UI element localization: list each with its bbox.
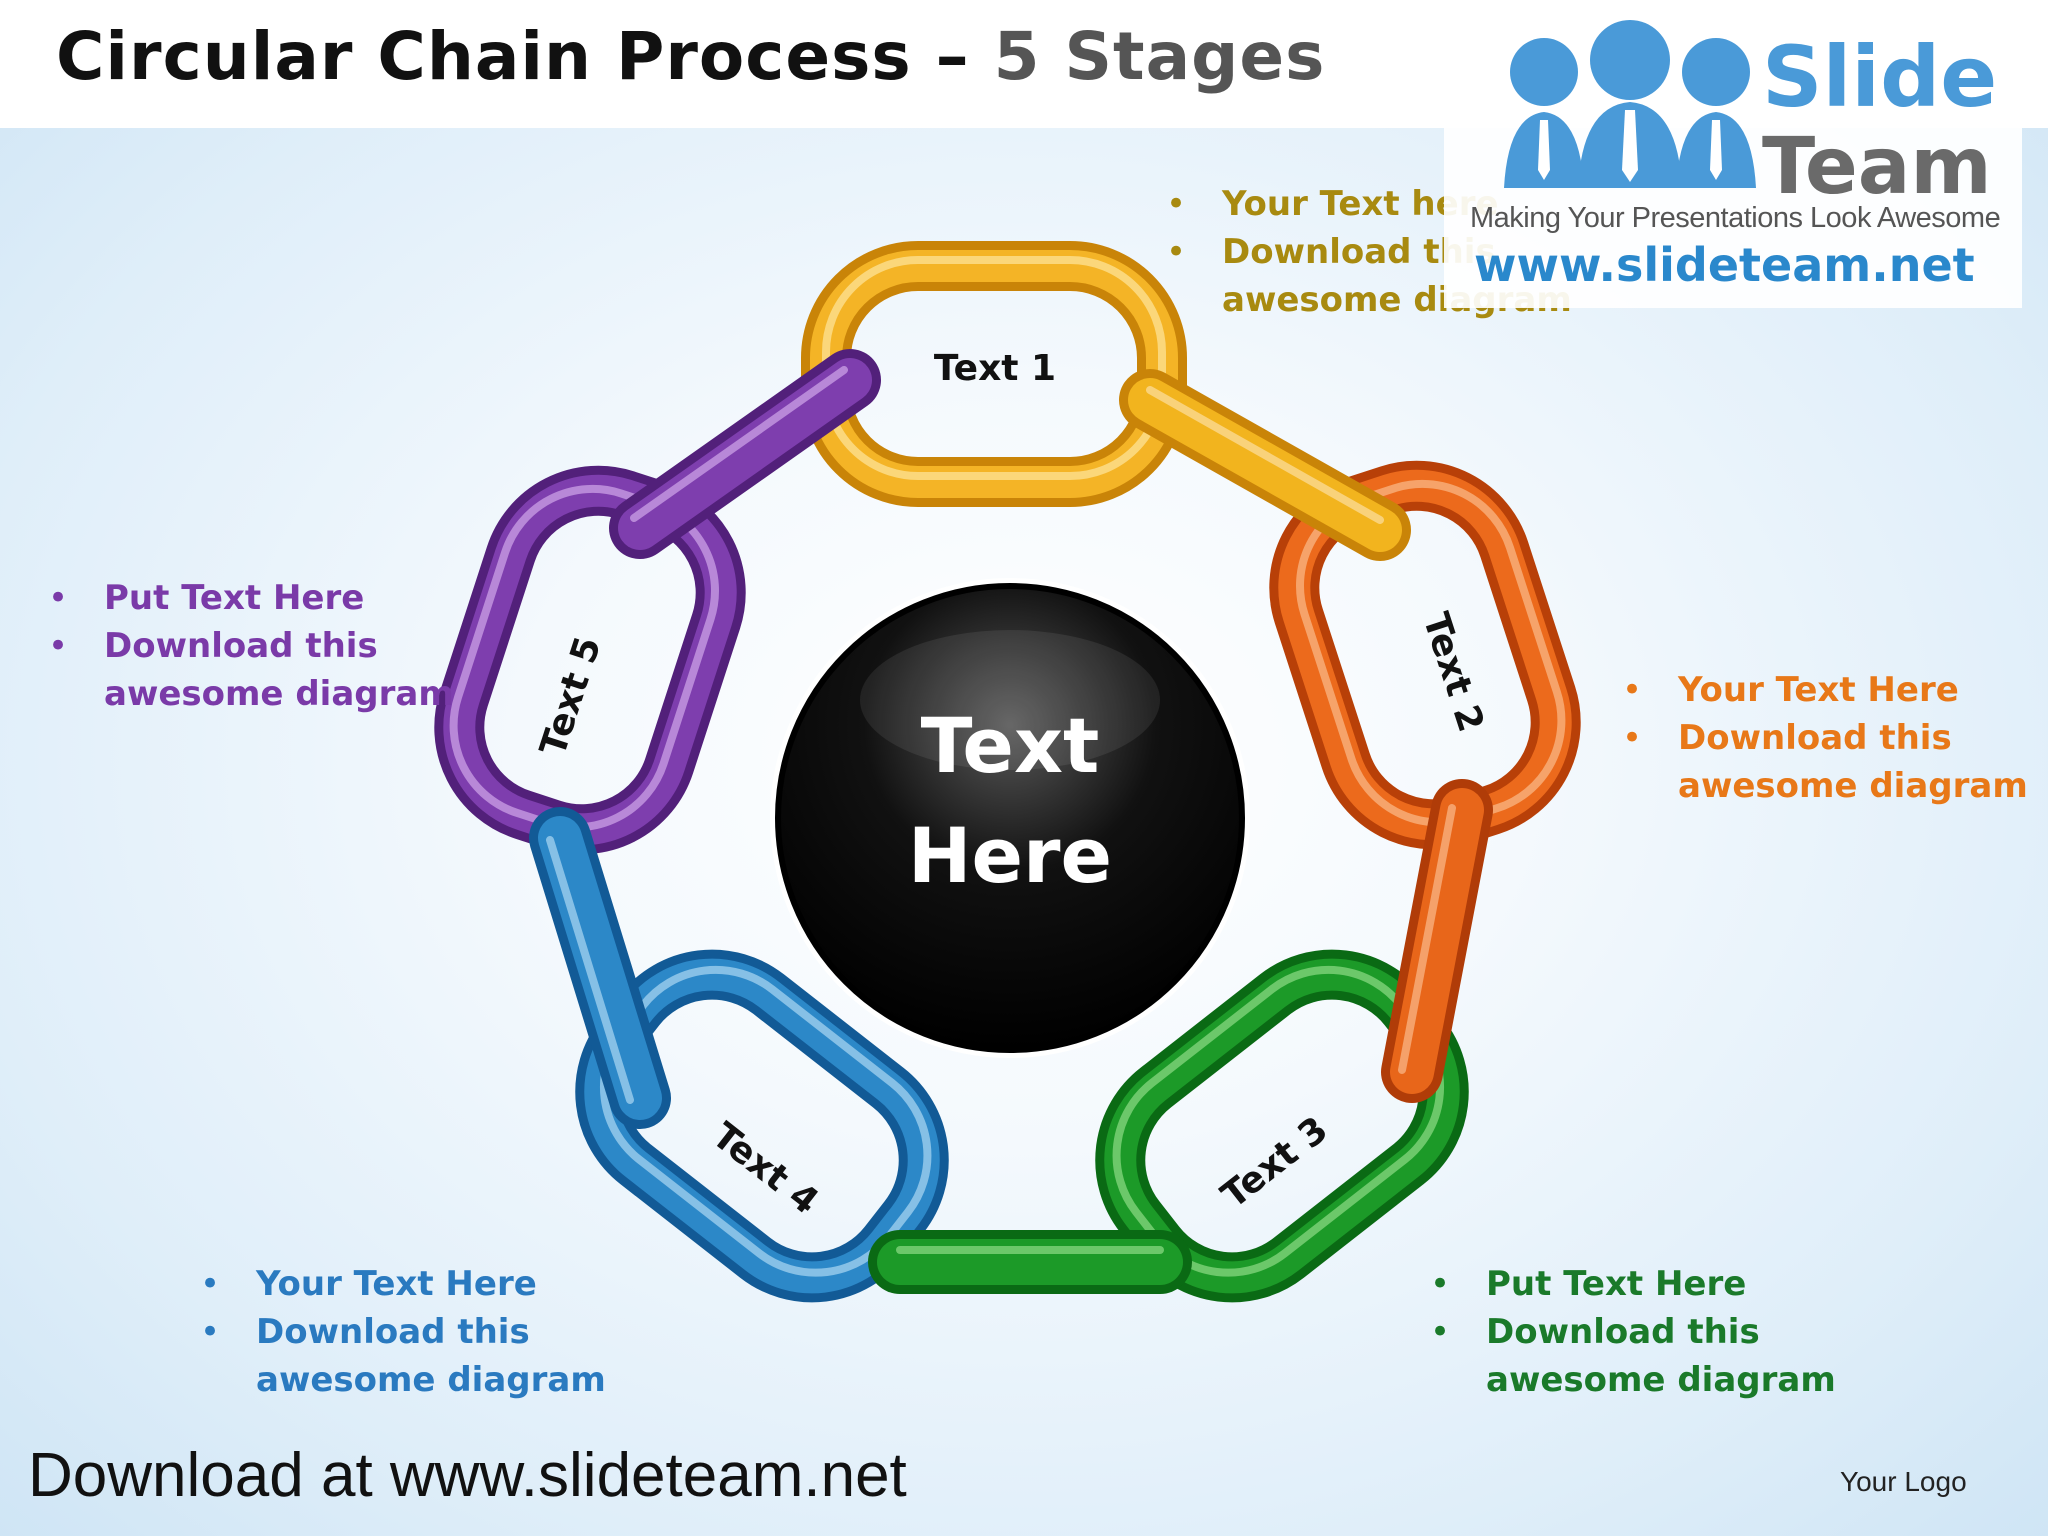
callout-4-item: awesome diagram — [256, 1360, 606, 1400]
footer-download-text: Download at www.slideteam.net — [28, 1441, 907, 1510]
logo-tagline: Making Your Presentations Look Awesome — [1470, 202, 2001, 234]
callout-5-item: Download this — [104, 626, 378, 666]
callout-4-item: Download this — [256, 1312, 530, 1352]
people-logo-icon — [1504, 20, 1756, 188]
callout-5-item: Put Text Here — [104, 578, 365, 618]
callout-2-item: Download this — [1678, 718, 1952, 758]
center-hub: Text Here — [770, 578, 1250, 1058]
center-text-line1: Text — [921, 701, 1100, 790]
title-sub: 5 Stages — [993, 18, 1326, 95]
connector-3-4 — [868, 1230, 1192, 1294]
title-main: Circular Chain Process – — [56, 18, 994, 95]
callout-3: •Put Text Here •Download this awesome di… — [1430, 1264, 1836, 1400]
callout-5-item: awesome diagram — [104, 674, 454, 714]
slide-canvas: Text 1 Text 2 Text 3 Text 4 Text 5 Text … — [0, 128, 2048, 1536]
logo-url: www.slideteam.net — [1474, 238, 1975, 292]
link-label-3: Text 3 — [1214, 1109, 1336, 1217]
connector-1-2 — [1119, 369, 1411, 561]
connector-5-1 — [609, 349, 881, 559]
callout-4: •Your Text Here •Download this awesome d… — [200, 1264, 606, 1400]
logo-word-slide: Slide — [1762, 28, 1998, 126]
logo-word-team: Team — [1762, 122, 1992, 212]
callout-3-item: Put Text Here — [1486, 1264, 1747, 1304]
callout-5: •Put Text Here •Download this awesome di… — [48, 578, 454, 714]
connector-4-5 — [529, 807, 671, 1129]
link-label-2: Text 2 — [1415, 608, 1492, 737]
center-text-line2: Here — [908, 811, 1112, 900]
link-label-1: Text 1 — [934, 348, 1056, 389]
callout-2-item: awesome diagram — [1678, 766, 2028, 806]
chain-diagram: Text 1 Text 2 Text 3 Text 4 Text 5 Text … — [434, 241, 1581, 1303]
connector-2-3 — [1381, 779, 1493, 1103]
callout-2: •Your Text Here •Download this awesome d… — [1622, 670, 2028, 806]
callout-4-item: Your Text Here — [256, 1264, 537, 1304]
callout-3-item: Download this — [1486, 1312, 1760, 1352]
callout-3-item: awesome diagram — [1486, 1360, 1836, 1400]
footer-your-logo: Your Logo — [1840, 1466, 1967, 1497]
page-title: Circular Chain Process – 5 Stages — [56, 18, 1325, 95]
callout-2-item: Your Text Here — [1678, 670, 1959, 710]
link-label-5: Text 5 — [533, 632, 610, 761]
